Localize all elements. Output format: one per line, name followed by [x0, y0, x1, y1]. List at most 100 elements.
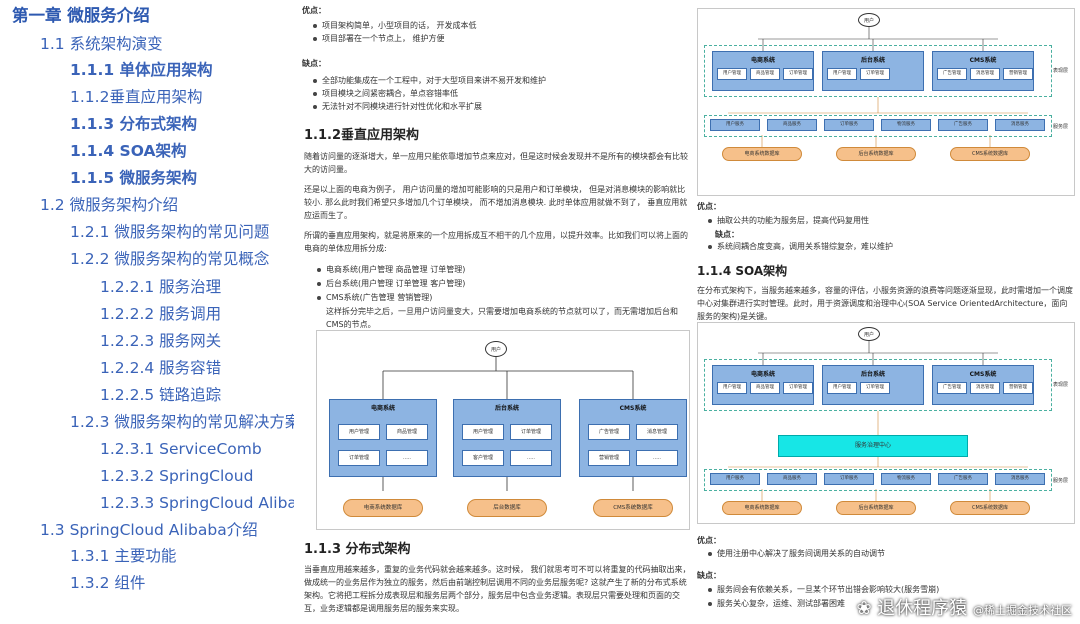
module-box: 用户管理: [827, 68, 857, 80]
module-box: 商品管理: [386, 424, 428, 440]
system-title: 后台系统: [494, 405, 519, 412]
toc-item[interactable]: 1.2.2.4 服务容错: [100, 359, 222, 377]
diagram-lines: [728, 341, 1028, 501]
watermark-sub: @稀土掘金技术社区: [973, 604, 1072, 617]
system-title: CMS系统: [969, 371, 997, 378]
database-node: CMS系统数据库: [593, 499, 673, 517]
table-of-contents: 第一章 微服务介绍 1.1 系统架构演变 1.1.1 单体应用架构 1.1.2垂直应用…: [0, 0, 316, 624]
dis-item: 服务关心复杂，运维、测试部署困难: [705, 598, 845, 610]
toc-item[interactable]: 1.2.2.5 链路追踪: [100, 386, 222, 404]
module-box: 客户管理: [462, 450, 504, 466]
toc-item[interactable]: 1.3.1 主要功能: [70, 547, 177, 565]
database-node: CMS系统数据库: [950, 147, 1030, 161]
watermark: ❀ 退休程序猿 @稀土掘金技术社区: [856, 594, 1072, 620]
adv-title: 优点：: [697, 536, 721, 545]
watermark-title: 退休程序猿: [877, 598, 968, 619]
module-box: 订单管理: [860, 382, 890, 394]
module-box: 消息管理: [970, 68, 1000, 80]
adv-item: 抽取公共的功能为服务层，提高代码复用性: [705, 215, 869, 227]
system-title: CMS系统: [619, 405, 647, 412]
system-title: 后台系统: [860, 57, 885, 64]
adv-title: 优点：: [302, 6, 326, 15]
system-box: 电商系统用户管理商品管理订单管理.....: [329, 399, 437, 477]
toc-item[interactable]: 1.2.2.1 服务治理: [100, 278, 222, 296]
vertical-architecture-diagram: 用户电商系统用户管理商品管理订单管理.....电商系统数据库后台系统用户管理订单…: [316, 330, 690, 530]
toc-item[interactable]: 1.2.2 微服务架构的常见概念: [70, 250, 270, 268]
para: 在分布式架构下，当服务越来越多，容量的评估，小服务资源的浪费等问题逐渐显现，此时…: [697, 286, 1073, 321]
toc-item[interactable]: 1.1.3 分布式架构: [70, 115, 198, 133]
presentation-group: [704, 45, 1052, 97]
module-box: 用户管理: [717, 382, 747, 394]
toc-item[interactable]: 1.2.3 微服务架构的常见解决方案: [70, 413, 301, 431]
split-item: 后台系统(用户管理 订单管理 客户管理): [314, 278, 465, 290]
system-box: CMS系统广告管理消息管理营销管理.....: [579, 399, 687, 477]
toc-item[interactable]: 1.3.2 组件: [70, 574, 146, 592]
system-box: CMS系统广告管理消息管理营销管理: [932, 51, 1034, 91]
layer-label: 表现层: [1053, 382, 1069, 388]
user-node: 用户: [485, 341, 507, 357]
system-box: CMS系统广告管理消息管理营销管理: [932, 365, 1034, 405]
module-box: .....: [636, 450, 678, 466]
adv-item: 项目部署在一个节点上， 维护方便: [310, 33, 445, 45]
toc-item[interactable]: 1.1.2垂直应用架构: [70, 88, 203, 106]
system-box: 电商系统用户管理商品管理订单管理: [712, 365, 814, 405]
system-box: 电商系统用户管理商品管理订单管理: [712, 51, 814, 91]
toc-item[interactable]: 1.2.2.3 服务网关: [100, 332, 222, 350]
system-title: CMS系统: [969, 57, 997, 64]
toc-item[interactable]: 1.2.3.3 SpringCloud Alibaba: [100, 494, 317, 512]
database-node: 后台数据库: [467, 499, 547, 517]
toc-item[interactable]: 1.2 微服务架构介绍: [40, 196, 179, 214]
dis-item: 全部功能集成在一个工程中，对于大型项目来讲不易开发和维护: [310, 75, 546, 87]
service-box: 消息服务: [995, 473, 1045, 485]
module-box: 订单管理: [783, 68, 813, 80]
dis-item: 系统间耦合度变高，调用关系错综复杂，难以维护: [705, 241, 893, 253]
module-box: 广告管理: [937, 382, 967, 394]
module-box: 用户管理: [338, 424, 380, 440]
adv-title: 优点：: [697, 202, 721, 211]
layer-label: 服务层: [1053, 124, 1069, 130]
user-node: 用户: [858, 13, 880, 27]
service-box: 用户服务: [710, 119, 760, 131]
database-node: 后台系统数据库: [836, 501, 916, 515]
adv-item: 使用注册中心解决了服务间调用关系的自动调节: [705, 548, 885, 560]
module-box: 订单管理: [510, 424, 552, 440]
dis-title: 缺点：: [715, 230, 739, 239]
database-node: 电商系统数据库: [722, 147, 802, 161]
toc-item[interactable]: 1.1.5 微服务架构: [70, 169, 198, 187]
toc-item[interactable]: 1.1 系统架构演变: [40, 35, 163, 53]
database-node: 后台系统数据库: [836, 147, 916, 161]
toc-item[interactable]: 1.2.2.2 服务调用: [100, 305, 222, 323]
module-box: 订单管理: [860, 68, 890, 80]
service-box: 商品服务: [767, 473, 817, 485]
module-box: 商品管理: [750, 68, 780, 80]
layer-label: 服务层: [1053, 478, 1069, 484]
module-box: 用户管理: [717, 68, 747, 80]
service-box: 广告服务: [938, 119, 988, 131]
database-node: 电商系统数据库: [722, 501, 802, 515]
heading-112: 1.1.2垂直应用架构: [304, 128, 420, 143]
user-node: 用户: [858, 327, 880, 341]
dis-title: 缺点：: [302, 59, 326, 68]
module-box: 商品管理: [750, 382, 780, 394]
toc-item[interactable]: 1.3 SpringCloud Alibaba介绍: [40, 521, 258, 539]
toc-item[interactable]: 1.2.3.1 ServiceComb: [100, 440, 262, 458]
module-box: 消息管理: [636, 424, 678, 440]
document-page: 优点： 项目架构简单，小型项目的话， 开发成本低 项目部署在一个节点上， 维护方…: [294, 0, 1080, 624]
service-box: 订单服务: [824, 119, 874, 131]
toc-item[interactable]: 1.1.1 单体应用架构: [70, 61, 213, 79]
para: 当垂直应用越来越多，重复的业务代码就会越来越多。这时候， 我们就思考可不可以将重…: [304, 565, 691, 613]
toc-item[interactable]: 第一章 微服务介绍: [12, 6, 150, 25]
system-title: 后台系统: [860, 371, 885, 378]
system-title: 电商系统: [750, 371, 775, 378]
service-box: 广告服务: [938, 473, 988, 485]
module-box: 用户管理: [827, 382, 857, 394]
para: 还是以上面的电商为例子， 用户访问量的增加可能影响的只是用户和订单模块， 但是对…: [304, 185, 688, 220]
para: 这样拆分完毕之后，一旦用户访问量变大，只需要增加电商系统的节点就可以了，而无需增…: [326, 307, 678, 329]
toc-item[interactable]: 1.2.1 微服务架构的常见问题: [70, 223, 270, 241]
split-item: 电商系统(用户管理 商品管理 订单管理): [314, 264, 465, 276]
toc-item[interactable]: 1.2.3.2 SpringCloud: [100, 467, 254, 485]
diagram-lines: [382, 357, 634, 491]
toc-item[interactable]: 1.1.4 SOA架构: [70, 142, 187, 160]
